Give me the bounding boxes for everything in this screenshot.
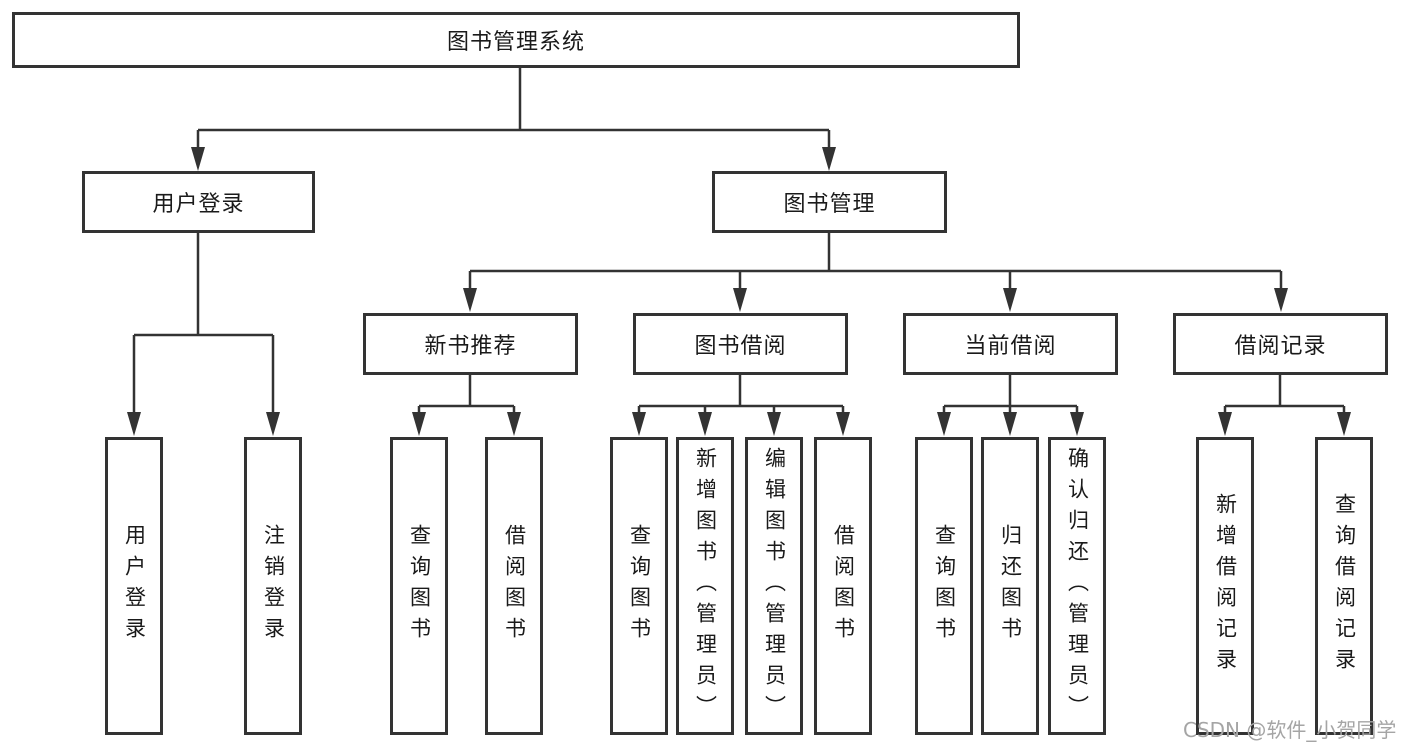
connector-user-login xyxy=(127,233,280,436)
node-edit-books-admin-label: 编辑图书（管理员） xyxy=(762,446,787,726)
node-add-books-admin: 新增图书（管理员） xyxy=(676,437,734,735)
node-book-management-label: 图书管理 xyxy=(783,192,876,217)
node-current-borrowing: 当前借阅 xyxy=(903,313,1118,375)
arrowhead-down-icon xyxy=(191,147,205,171)
node-new-book-recommendation-label: 新书推荐 xyxy=(424,334,517,359)
node-query-books-borrowing: 查询图书 xyxy=(610,437,668,735)
connector-book-management xyxy=(463,233,1288,312)
arrowhead-down-icon xyxy=(463,288,477,312)
connector-borrowing-records-line xyxy=(1223,375,1346,414)
arrowhead-down-icon xyxy=(733,288,747,312)
arrowhead-down-icon xyxy=(266,412,280,436)
connector-current-borrowing xyxy=(937,375,1084,436)
arrowhead-down-icon xyxy=(507,412,521,436)
connector-book-borrowing-line xyxy=(637,375,845,414)
arrowhead-down-icon xyxy=(412,412,426,436)
node-book-borrowing-label: 图书借阅 xyxy=(694,334,787,359)
arrowhead-down-icon xyxy=(937,412,951,436)
node-logout-action-label: 注销登录 xyxy=(261,524,286,648)
node-user-login: 用户登录 xyxy=(82,171,315,233)
node-query-books-recommendation: 查询图书 xyxy=(390,437,448,735)
node-confirm-return-admin: 确认归还（管理员） xyxy=(1048,437,1106,735)
node-new-book-recommendation: 新书推荐 xyxy=(363,313,578,375)
node-logout-action: 注销登录 xyxy=(244,437,302,735)
arrowhead-down-icon xyxy=(1274,288,1288,312)
arrowhead-down-icon xyxy=(1070,412,1084,436)
connector-borrowing-records xyxy=(1218,375,1351,436)
node-borrowing-records: 借阅记录 xyxy=(1173,313,1388,375)
node-query-borrow-record: 查询借阅记录 xyxy=(1315,437,1373,735)
arrowhead-down-icon xyxy=(1218,412,1232,436)
csdn-watermark: CSDN @软件_小贺同学 xyxy=(1183,718,1397,742)
connector-current-borrowing-line xyxy=(942,375,1079,414)
node-add-books-admin-label: 新增图书（管理员） xyxy=(693,446,718,726)
node-book-management: 图书管理 xyxy=(712,171,947,233)
arrowhead-down-icon xyxy=(698,412,712,436)
node-current-borrowing-label: 当前借阅 xyxy=(964,334,1057,359)
node-query-books-borrowing-label: 查询图书 xyxy=(627,524,652,648)
node-query-books-current-label: 查询图书 xyxy=(932,524,957,648)
node-query-books-recommendation-label: 查询图书 xyxy=(407,524,432,648)
node-borrowing-records-label: 借阅记录 xyxy=(1234,334,1327,359)
node-edit-books-admin: 编辑图书（管理员） xyxy=(745,437,803,735)
connector-root-line xyxy=(196,68,831,149)
arrowhead-down-icon xyxy=(836,412,850,436)
arrowhead-down-icon xyxy=(632,412,646,436)
connector-new-book-recommendation xyxy=(412,375,521,436)
node-confirm-return-admin-label: 确认归还（管理员） xyxy=(1065,446,1090,726)
connector-new-book-recommendation-line xyxy=(417,375,516,414)
node-user-login-label: 用户登录 xyxy=(152,192,245,217)
node-library-management-system-label: 图书管理系统 xyxy=(446,30,585,55)
node-add-borrow-record: 新增借阅记录 xyxy=(1196,437,1254,735)
node-user-login-action-label: 用户登录 xyxy=(122,524,147,648)
arrowhead-down-icon xyxy=(1337,412,1351,436)
node-borrow-books-label: 借阅图书 xyxy=(831,524,856,648)
node-library-management-system: 图书管理系统 xyxy=(12,12,1020,68)
connector-user-login-line xyxy=(132,233,275,414)
node-return-books-label: 归还图书 xyxy=(998,524,1023,648)
connector-book-borrowing xyxy=(632,375,850,436)
arrowhead-down-icon xyxy=(822,147,836,171)
arrowhead-down-icon xyxy=(1003,288,1017,312)
connector-book-management-line xyxy=(468,233,1283,290)
node-add-borrow-record-label: 新增借阅记录 xyxy=(1213,493,1238,679)
node-return-books: 归还图书 xyxy=(981,437,1039,735)
arrowhead-down-icon xyxy=(127,412,141,436)
node-user-login-action: 用户登录 xyxy=(105,437,163,735)
node-borrow-books: 借阅图书 xyxy=(814,437,872,735)
arrowhead-down-icon xyxy=(767,412,781,436)
node-borrow-books-recommendation: 借阅图书 xyxy=(485,437,543,735)
arrowhead-down-icon xyxy=(1003,412,1017,436)
node-borrow-books-recommendation-label: 借阅图书 xyxy=(502,524,527,648)
node-query-books-current: 查询图书 xyxy=(915,437,973,735)
node-book-borrowing: 图书借阅 xyxy=(633,313,848,375)
connector-root xyxy=(191,68,836,171)
node-query-borrow-record-label: 查询借阅记录 xyxy=(1332,493,1357,679)
